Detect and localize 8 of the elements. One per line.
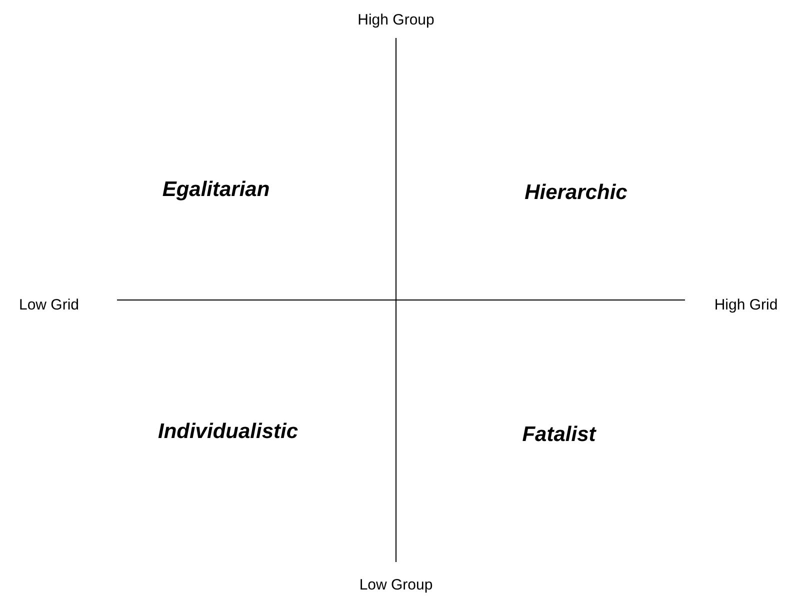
quadrant-label: Hierarchic [524,181,628,205]
axis-label: High Grid [714,296,778,314]
quadrant-label: Egalitarian [162,178,270,202]
quadrant-label: Individualistic [158,420,298,444]
axis-label: Low Grid [18,296,80,314]
axis-label: Low Group [359,576,433,594]
axis-label: High Group [358,12,434,28]
quadrant-label: Fatalist [522,423,596,447]
